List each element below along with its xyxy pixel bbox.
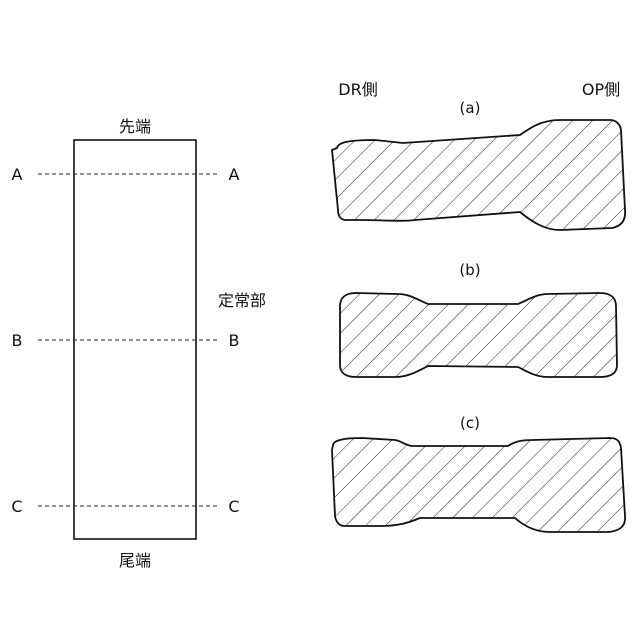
cut-c-right-label: C	[228, 497, 239, 516]
strip-top-label: 先端	[119, 117, 151, 136]
cross-sections: DR側 OP側 (a) (b) (c)	[332, 80, 625, 532]
section-b-shape	[340, 293, 617, 377]
cut-b-right-label: B	[229, 331, 240, 350]
strip-diagram: 先端 定常部 尾端 A A B B C C	[11, 117, 266, 570]
dr-side-label: DR側	[338, 80, 377, 99]
cut-line-b: B B	[12, 331, 240, 350]
cut-a-left-label: A	[12, 165, 23, 184]
cut-b-left-label: B	[12, 331, 23, 350]
cut-line-a: A A	[12, 165, 240, 184]
cut-c-left-label: C	[11, 497, 22, 516]
section-c-shape	[332, 438, 625, 532]
section-a-label: (a)	[460, 99, 481, 117]
strip-middle-label: 定常部	[218, 291, 266, 310]
cut-a-right-label: A	[229, 165, 240, 184]
section-c-label: (c)	[460, 414, 480, 432]
section-b-label: (b)	[459, 261, 480, 279]
strip-bottom-label: 尾端	[119, 551, 151, 570]
section-a-shape	[332, 120, 625, 230]
strip-outline	[74, 140, 196, 539]
cut-line-c: C C	[11, 497, 239, 516]
op-side-label: OP側	[582, 80, 620, 99]
